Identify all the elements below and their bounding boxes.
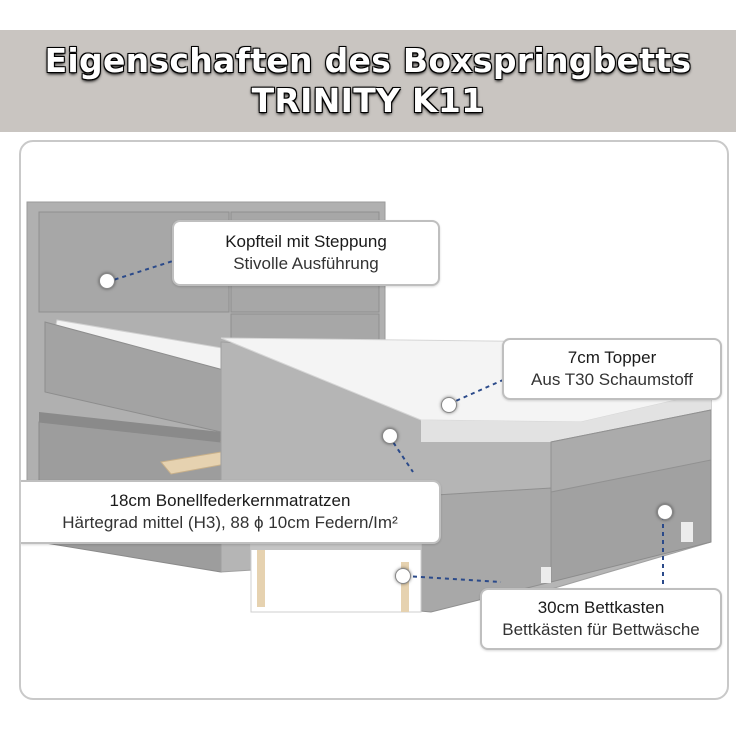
storage-wood-edge xyxy=(257,547,265,607)
callout-topper: 7cm Topper Aus T30 Schaumstoff xyxy=(502,338,722,400)
callout-topper-subtitle: Aus T30 Schaumstoff xyxy=(531,370,693,389)
bed-leg xyxy=(681,522,693,542)
callout-kopfteil-subtitle: Stivolle Ausführung xyxy=(233,254,379,273)
callout-matratze: 18cm Bonellfederkernmatratzen Härtegrad … xyxy=(21,480,441,544)
right-topper-edge xyxy=(421,392,711,442)
leader-line-bettkasten-2 xyxy=(404,575,502,583)
marker-dot-topper xyxy=(441,397,457,413)
page-title: Eigenschaften des Boxspringbetts xyxy=(44,41,692,80)
marker-dot-bettkasten-front xyxy=(395,568,411,584)
right-mattress-side xyxy=(550,409,712,493)
callout-bettkasten-title: 30cm Bettkasten xyxy=(537,598,665,617)
callout-kopfteil-title: Kopfteil mit Steppung xyxy=(225,232,387,251)
callout-bettkasten: 30cm Bettkasten Bettkästen für Bettwäsch… xyxy=(480,588,722,650)
feature-panel: Kopfteil mit Steppung Stivolle Ausführun… xyxy=(19,140,729,700)
left-box-edge xyxy=(39,412,221,442)
storage-wood-edge xyxy=(401,562,409,612)
callout-bettkasten-subtitle: Bettkästen für Bettwäsche xyxy=(502,620,700,639)
callout-topper-title: 7cm Topper xyxy=(567,348,657,367)
header-banner: Eigenschaften des Boxspringbetts TRINITY… xyxy=(0,30,736,132)
marker-dot-bettkasten-right xyxy=(657,504,673,520)
callout-matratze-title: 18cm Bonellfederkernmatratzen xyxy=(109,491,351,510)
callout-kopfteil: Kopfteil mit Steppung Stivolle Ausführun… xyxy=(172,220,440,286)
bed-leg xyxy=(541,567,551,583)
product-name: TRINITY K11 xyxy=(251,81,485,120)
leader-line-topper xyxy=(448,379,504,405)
marker-dot-kopfteil xyxy=(99,273,115,289)
marker-dot-matratze xyxy=(382,428,398,444)
callout-matratze-subtitle: Härtegrad mittel (H3), 88 ϕ 10cm Federn/… xyxy=(62,513,398,532)
storage-rim xyxy=(251,542,421,550)
